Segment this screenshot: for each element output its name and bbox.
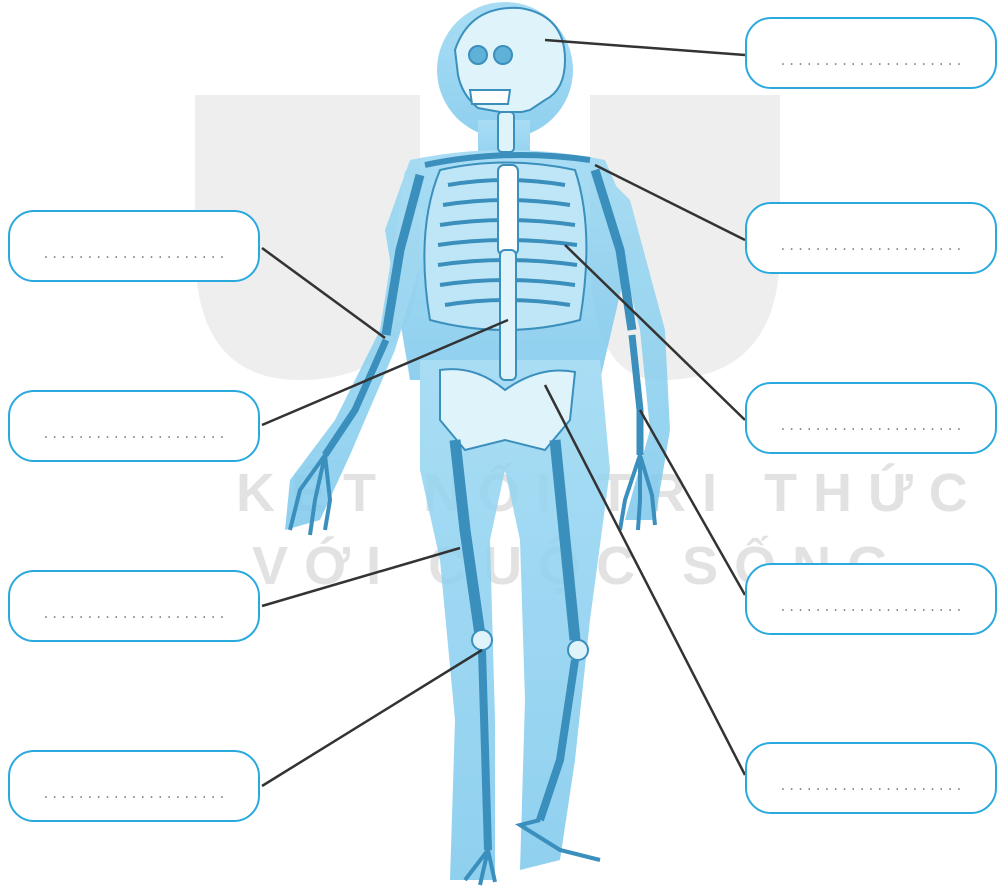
answer-blank: ........................ (779, 419, 965, 434)
label-box-spine[interactable]: ........................ (8, 390, 260, 462)
answer-blank: ........................ (42, 607, 228, 622)
label-box-femur[interactable]: ........................ (8, 570, 260, 642)
eye-socket-left (469, 46, 487, 64)
right-kneecap (568, 640, 588, 660)
leader-line-elbow (262, 248, 385, 338)
answer-blank: ........................ (779, 239, 965, 254)
label-box-elbow[interactable]: ........................ (8, 210, 260, 282)
answer-blank: ........................ (42, 247, 228, 262)
answer-blank: ........................ (42, 427, 228, 442)
leader-line-shin (262, 650, 482, 786)
leader-line-femur (262, 548, 460, 606)
label-box-ribs[interactable]: ........................ (745, 382, 997, 454)
answer-blank: ........................ (779, 779, 965, 794)
sternum (498, 165, 518, 255)
spine (500, 250, 516, 380)
label-box-skull[interactable]: ........................ (745, 17, 997, 89)
label-box-forearm[interactable]: ........................ (745, 563, 997, 635)
label-box-shoulder[interactable]: ........................ (745, 202, 997, 274)
right-forearm (632, 335, 640, 455)
answer-blank: ........................ (42, 787, 228, 802)
eye-socket-right (494, 46, 512, 64)
leader-line-skull (545, 40, 745, 55)
answer-blank: ........................ (779, 600, 965, 615)
left-kneecap (472, 630, 492, 650)
label-box-pelvis[interactable]: ........................ (745, 742, 997, 814)
answer-blank: ........................ (779, 54, 965, 69)
label-box-shin[interactable]: ........................ (8, 750, 260, 822)
